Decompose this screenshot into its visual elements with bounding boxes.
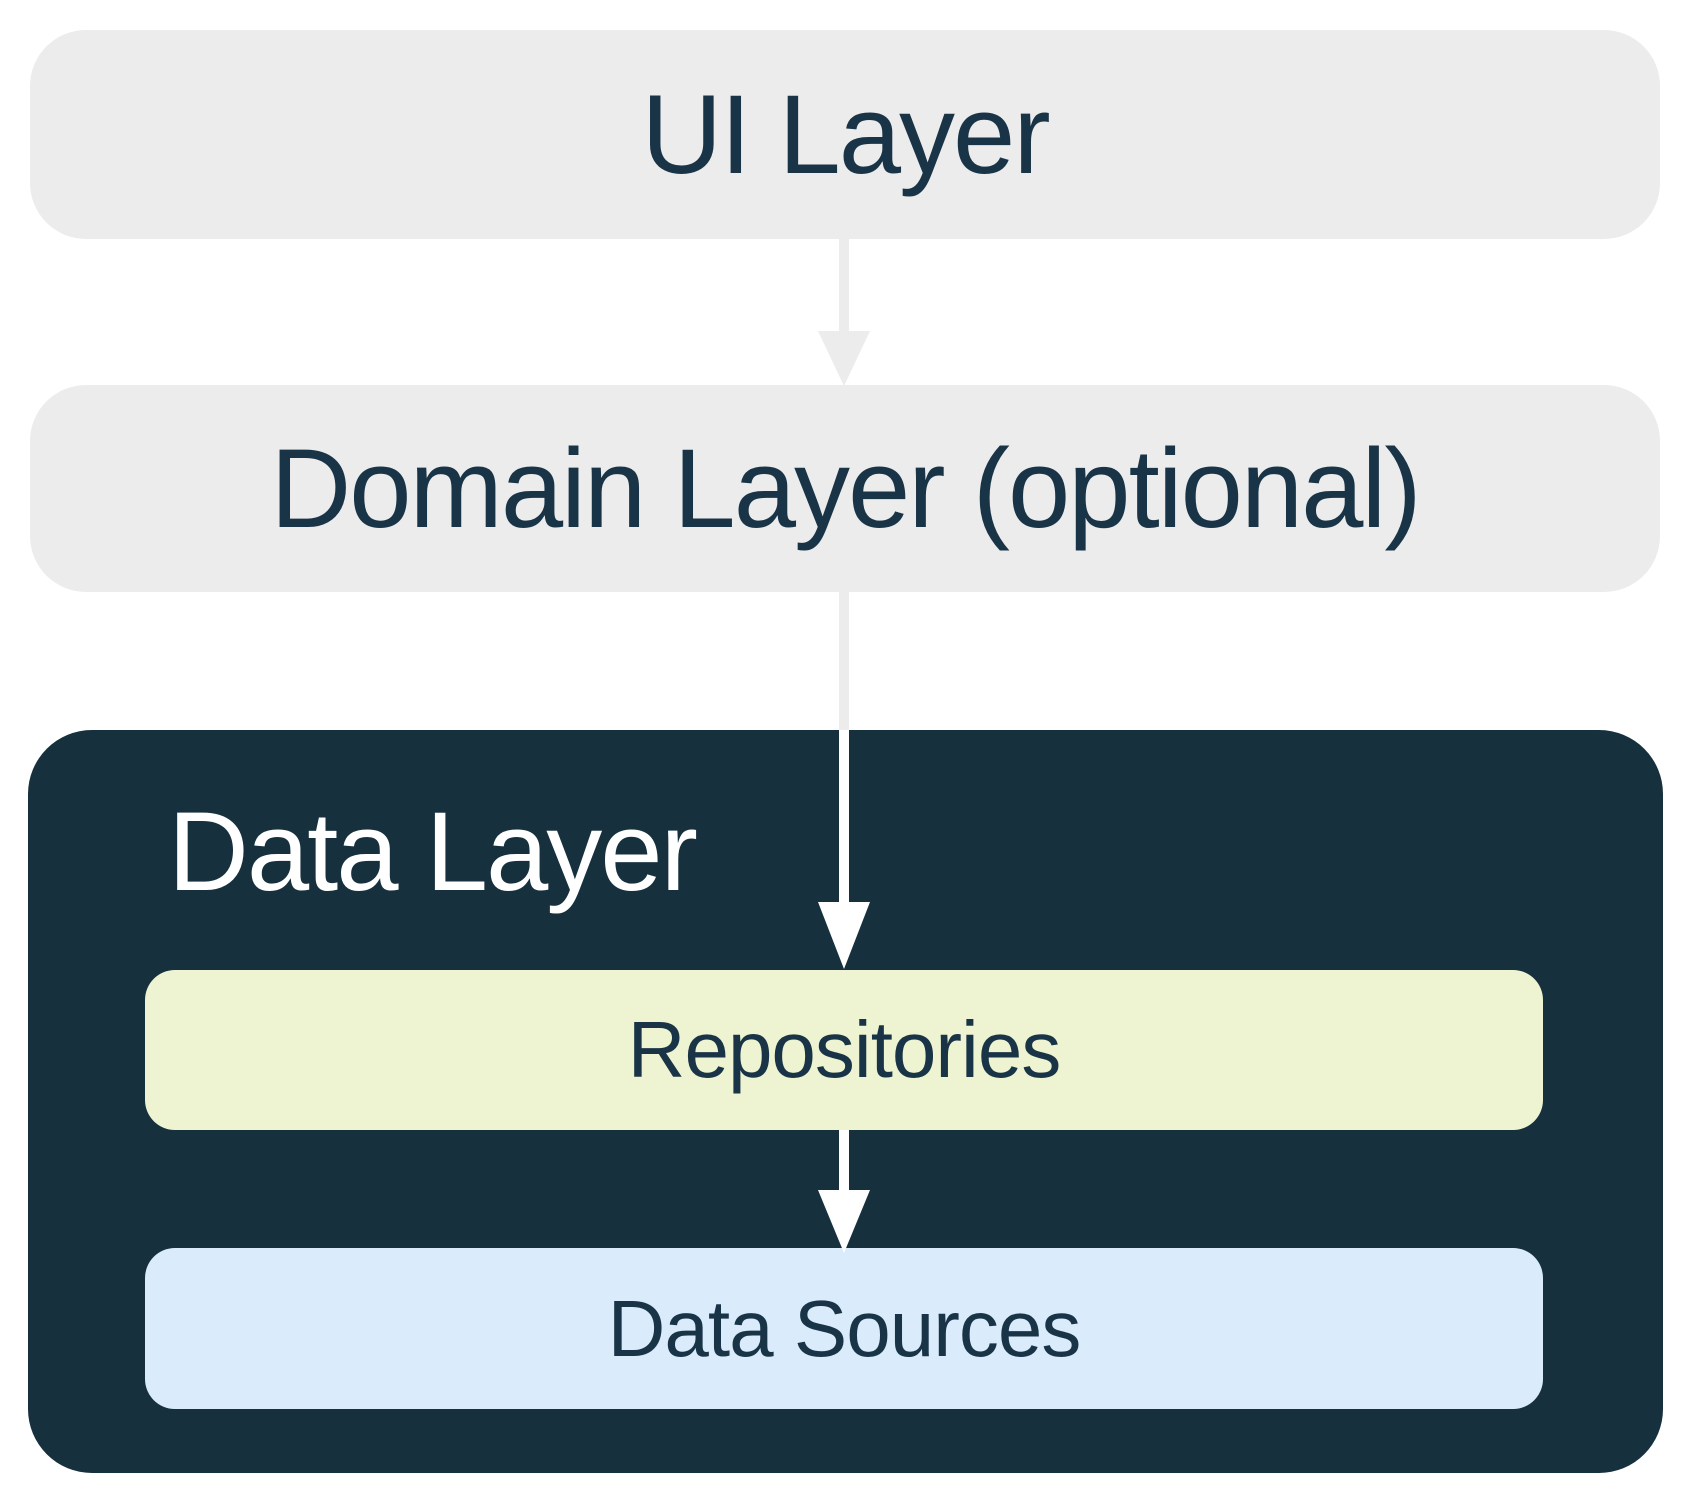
arrow-domain-to-repositories-icon	[818, 592, 870, 969]
arrow-head	[818, 902, 870, 969]
arrow-shaft-white-segment	[839, 730, 849, 905]
arrow-shaft	[839, 239, 849, 335]
domain-layer-label: Domain Layer (optional)	[270, 426, 1421, 551]
arrow-head	[818, 1190, 870, 1253]
arrow-ui-to-domain-icon	[818, 239, 870, 386]
arrow-head	[818, 331, 870, 386]
ui-layer-label: UI Layer	[641, 72, 1050, 197]
data-layer-label: Data Layer	[168, 789, 698, 914]
repositories-label: Repositories	[627, 1005, 1062, 1094]
arrow-repositories-to-data-sources-icon	[818, 1130, 870, 1253]
data-sources-box: Data Sources	[145, 1248, 1543, 1409]
repositories-box: Repositories	[145, 970, 1543, 1130]
arrow-shaft-gray-segment	[839, 592, 849, 731]
domain-layer-box: Domain Layer (optional)	[30, 385, 1660, 592]
arrow-shaft	[839, 1130, 849, 1193]
data-sources-label: Data Sources	[607, 1283, 1082, 1373]
ui-layer-box: UI Layer	[30, 30, 1660, 239]
